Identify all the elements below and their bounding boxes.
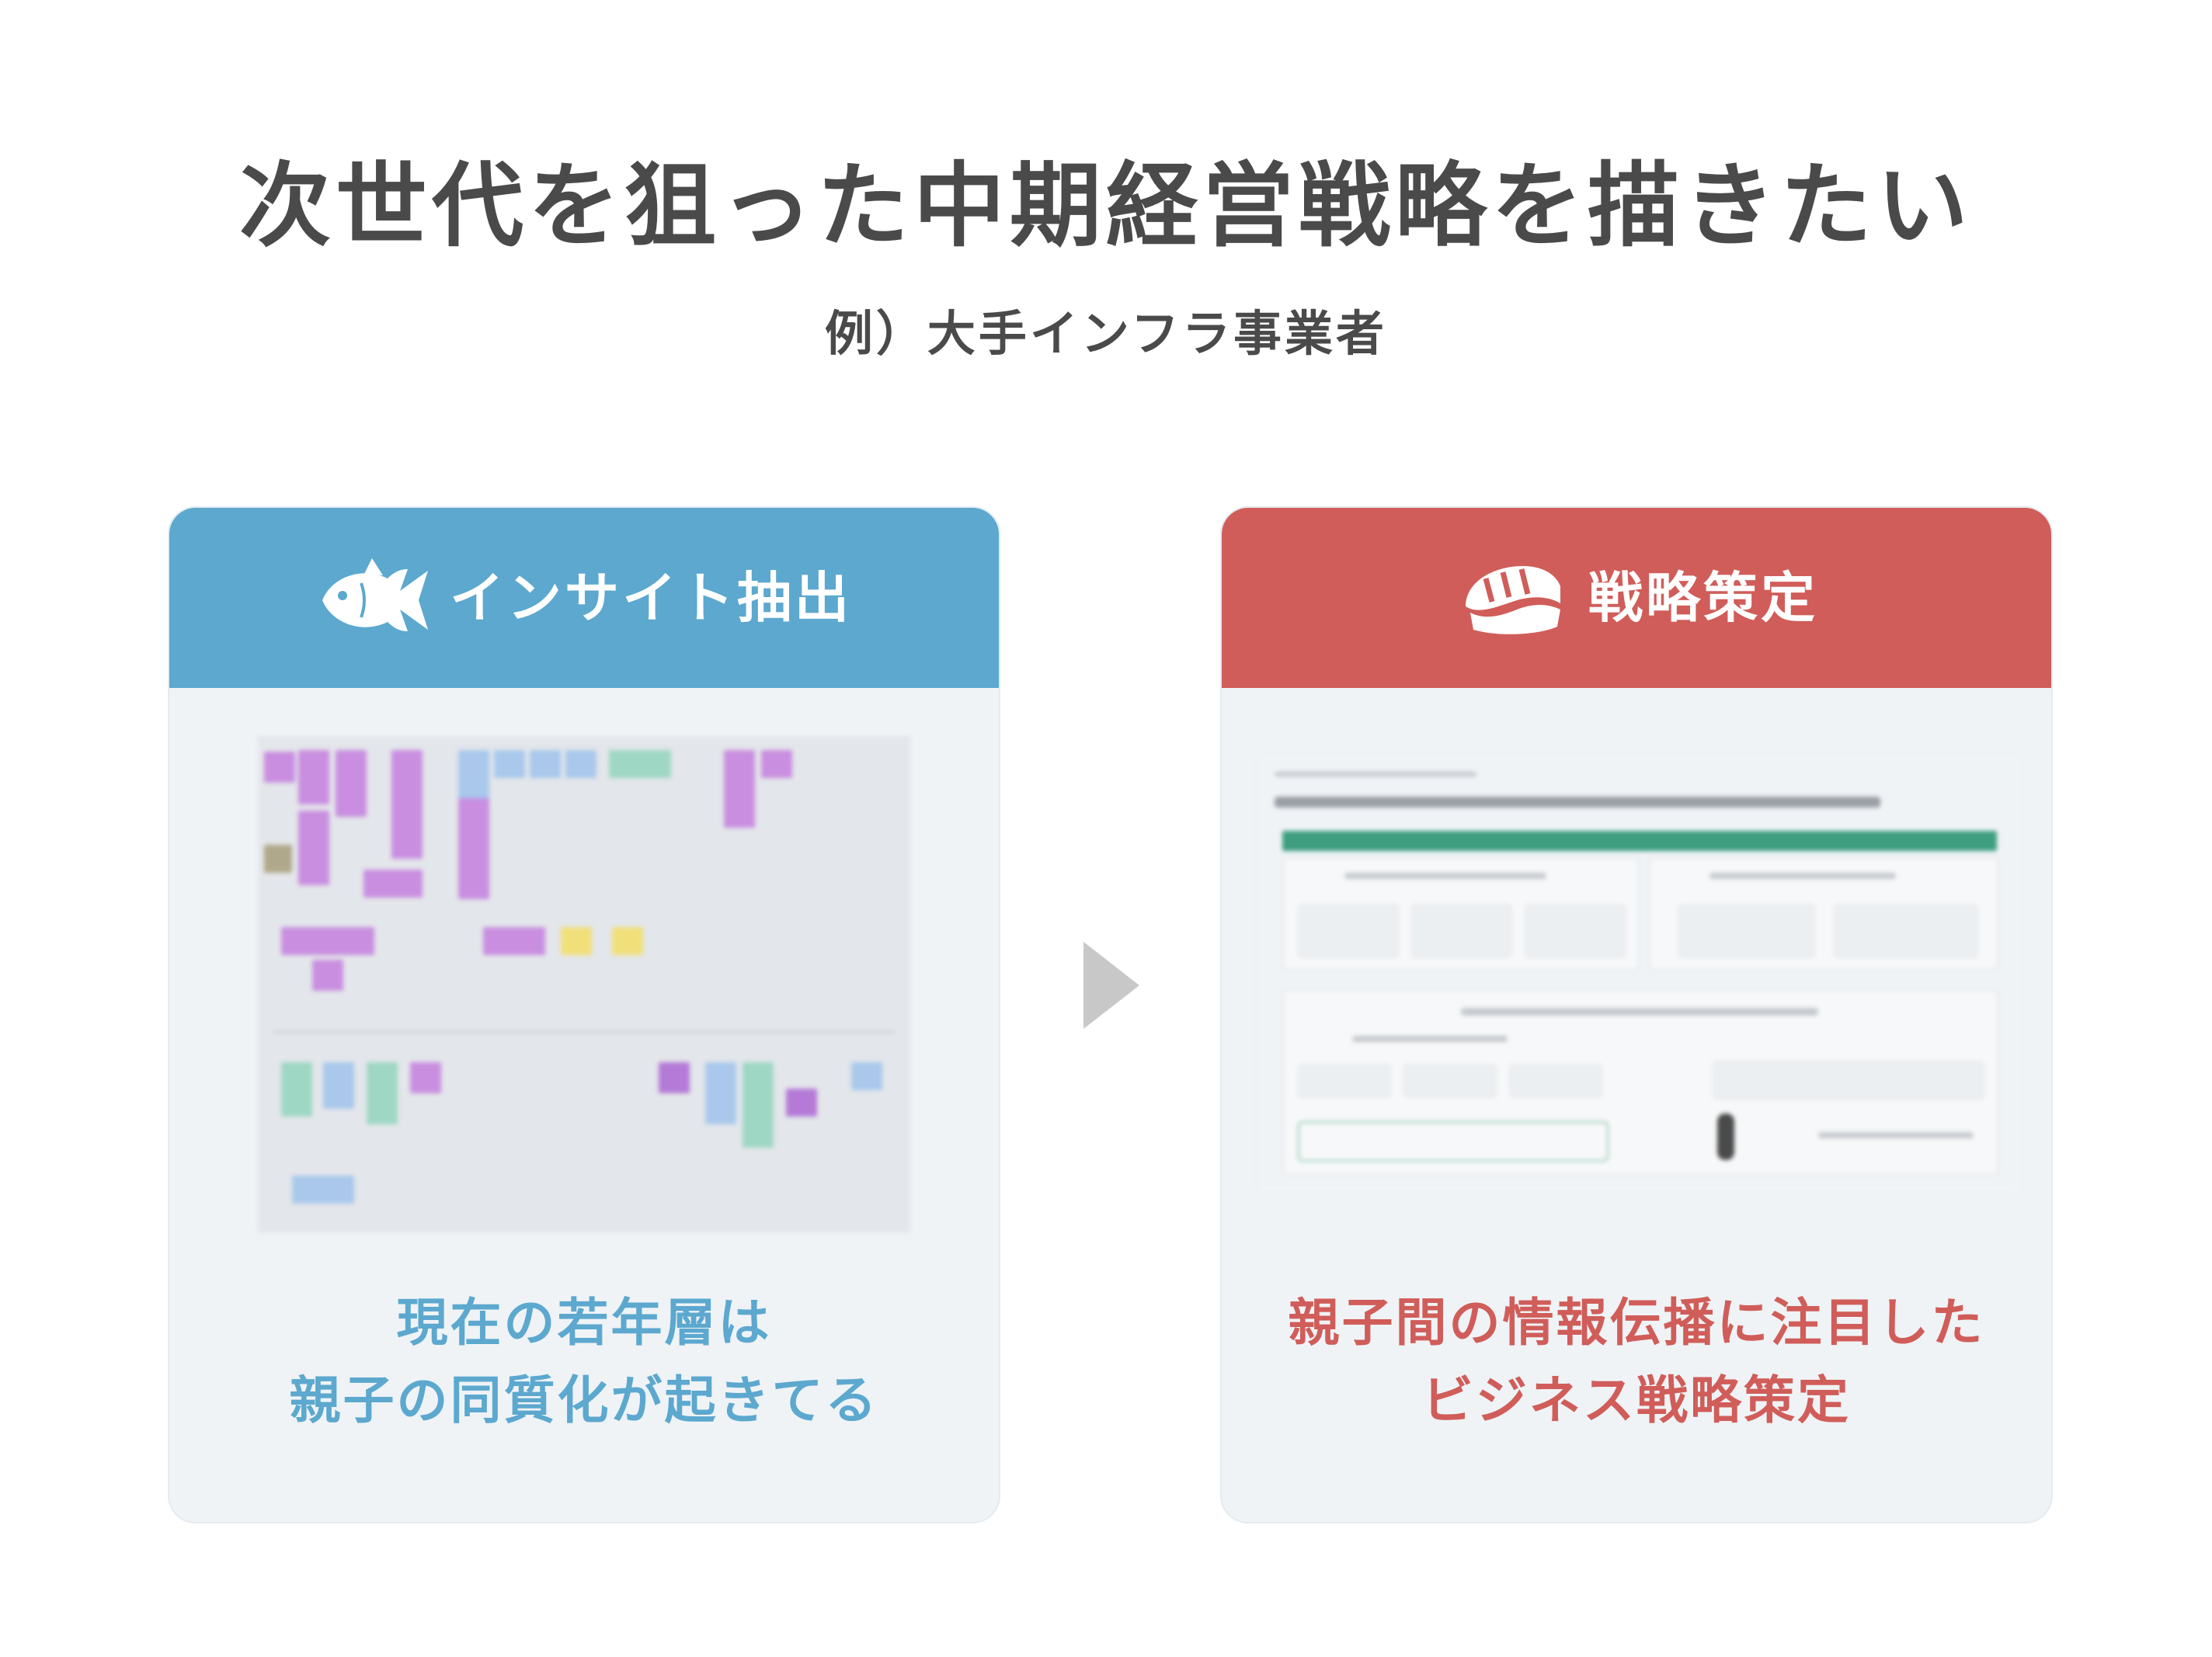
page-title: 次世代を狙った中期経営戦略を描きたい (238, 152, 1973, 259)
insight-caption-line2: 親子の同質化が起きてる (289, 1370, 879, 1430)
sushi-icon (1455, 555, 1571, 641)
insight-card-title: インサイト抽出 (450, 566, 852, 630)
insight-card-caption: 現在の若年層は 親子の同質化が起きてる (169, 1284, 999, 1440)
insight-caption-line1: 現在の若年層は (396, 1293, 772, 1353)
strategy-card-title: 戦略策定 (1588, 566, 1818, 630)
insight-board-image (258, 736, 910, 1233)
fish-icon (316, 555, 433, 641)
page-subtitle: 例）大手インフラ事業者 (824, 305, 1388, 362)
strategy-card-caption: 親子間の情報伝播に注目した ビジネス戦略策定 (1222, 1284, 2051, 1440)
strategy-card: 戦略策定 親子間の情報伝播に注目した ビジネス戦略策定 (1220, 506, 2053, 1523)
insight-card-header: インサイト抽出 (169, 508, 999, 688)
strategy-slide-image (1259, 756, 2020, 1191)
strategy-card-header: 戦略策定 (1222, 508, 2051, 688)
chevron-right-icon (1083, 942, 1139, 1029)
strategy-caption-line1: 親子間の情報伝播に注目した (1288, 1293, 1985, 1353)
insight-card: インサイト抽出 現在の若年層は 親子の同質化が (168, 506, 1000, 1523)
strategy-caption-line2: ビジネス戦略策定 (1422, 1370, 1851, 1430)
